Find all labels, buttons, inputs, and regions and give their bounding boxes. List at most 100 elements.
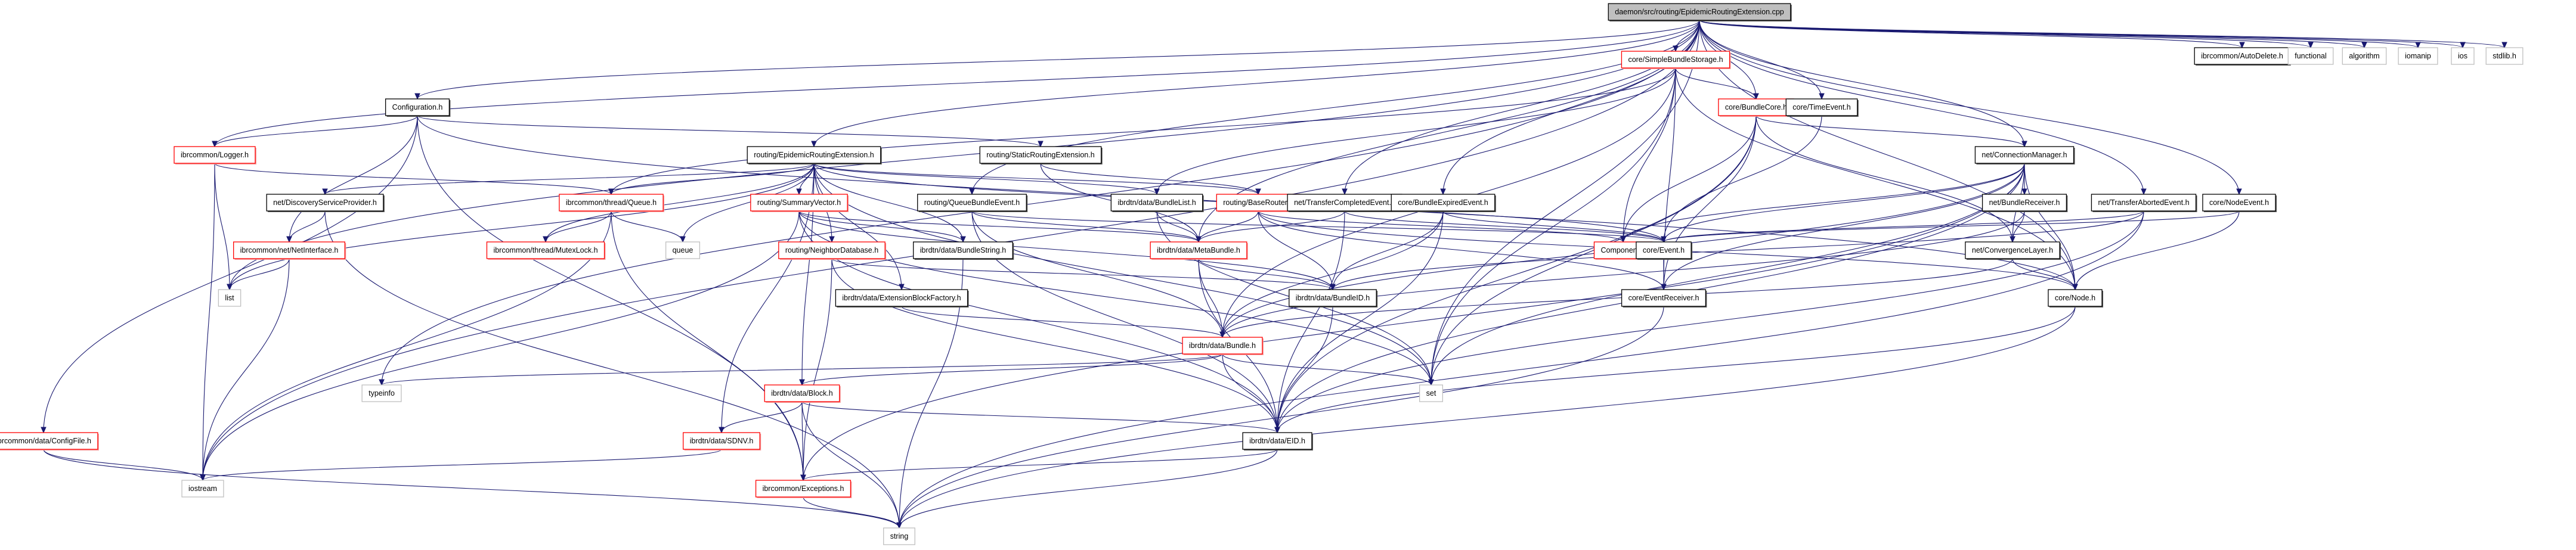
node-configuration-h[interactable]: Configuration.h xyxy=(385,98,451,117)
node-box[interactable] xyxy=(559,194,664,212)
node-box[interactable] xyxy=(0,432,98,450)
node-core-bundleexpiredevent-h[interactable]: core/BundleExpiredEvent.h xyxy=(1391,194,1496,212)
node-box[interactable] xyxy=(2091,194,2197,212)
node-core-timeevent-h[interactable]: core/TimeEvent.h xyxy=(1785,98,1859,117)
node-box[interactable] xyxy=(2202,194,2276,212)
node-label: ibrdtn/data/ExtensionBlockFactory.h xyxy=(842,294,961,302)
node-core-nodeevent-h[interactable]: core/NodeEvent.h xyxy=(2202,194,2277,212)
node-routing-staticroutingextension-h[interactable]: routing/StaticRoutingExtension.h xyxy=(979,146,1103,164)
node-iomanip: iomanip xyxy=(2398,47,2438,65)
node-core-eventreceiver-h[interactable]: core/EventReceiver.h xyxy=(1621,289,1707,307)
node-ibrcommon-exceptions-h[interactable]: ibrcommon/Exceptions.h xyxy=(755,480,852,498)
arrowhead-icon xyxy=(543,236,549,243)
edge-line xyxy=(1699,20,2076,290)
node-ibrdtn-data-block-h[interactable]: ibrdtn/data/Block.h xyxy=(764,384,841,403)
node-ibrdtn-data-bundlelist-h[interactable]: ibrdtn/data/BundleList.h xyxy=(1110,194,1204,212)
edge-line xyxy=(1431,163,2025,386)
node-ibrcommon-thread-mutexlock-h[interactable]: ibrcommon/thread/MutexLock.h xyxy=(486,241,606,260)
edge-root-to-ereh xyxy=(811,20,1700,148)
node-box[interactable] xyxy=(835,289,968,307)
node-net-bundlereceiver-h[interactable]: net/BundleReceiver.h xyxy=(1981,194,2068,212)
node-daemon-src-routing-epidemicroutingextension-cpp[interactable]: daemon/src/routing/EpidemicRoutingExtens… xyxy=(1608,3,1792,21)
edge-line xyxy=(214,115,418,147)
node-box[interactable] xyxy=(266,194,384,212)
node-ibrdtn-data-bundleid-h[interactable]: ibrdtn/data/BundleID.h xyxy=(1289,289,1378,307)
edge-line xyxy=(971,210,1664,243)
node-box[interactable] xyxy=(1608,3,1791,21)
edge-line xyxy=(2012,258,2076,290)
node-box[interactable] xyxy=(1150,241,1247,259)
node-box[interactable] xyxy=(1974,146,2075,164)
node-box[interactable] xyxy=(683,432,760,450)
arrowhead-icon xyxy=(322,188,328,195)
node-box[interactable] xyxy=(755,480,852,498)
edge-netif-to-list xyxy=(227,258,290,291)
edge-ereh-to-queueh xyxy=(608,163,815,195)
node-box[interactable] xyxy=(778,241,886,259)
node-box[interactable] xyxy=(174,146,256,164)
node-box[interactable] xyxy=(385,98,450,116)
node-core-event-h[interactable]: core/Event.h xyxy=(1636,241,1693,260)
node-ibrcommon-autodelete-h[interactable]: ibrcommon/AutoDelete.h xyxy=(2194,47,2291,66)
node-box[interactable] xyxy=(1621,289,1707,307)
node-ibrcommon-thread-queue-h[interactable]: ibrcommon/thread/Queue.h xyxy=(559,194,665,212)
node-net-transferabortedevent-h[interactable]: net/TransferAbortedEvent.h xyxy=(2091,194,2197,212)
node-ibrcommon-net-netinterface-h[interactable]: ibrcommon/net/NetInterface.h xyxy=(233,241,346,260)
node-box[interactable] xyxy=(1182,337,1263,355)
node-box[interactable] xyxy=(1110,194,1203,212)
node-net-connectionmanager-h[interactable]: net/ConnectionManager.h xyxy=(1974,146,2075,164)
edge-line xyxy=(1699,20,2240,195)
node-box[interactable] xyxy=(1965,241,2060,259)
node-box[interactable] xyxy=(2048,289,2103,307)
node-label: functional xyxy=(2295,52,2327,60)
node-core-node-h[interactable]: core/Node.h xyxy=(2048,289,2104,307)
edge-line xyxy=(899,210,2144,529)
node-box[interactable] xyxy=(1785,98,1858,116)
node-label: core/Node.h xyxy=(2055,294,2095,302)
node-box[interactable] xyxy=(1718,98,1794,116)
node-box[interactable] xyxy=(979,146,1102,164)
node-net-convergencelayer-h[interactable]: net/ConvergenceLayer.h xyxy=(1965,241,2061,260)
node-core-bundlecore-h[interactable]: core/BundleCore.h xyxy=(1718,98,1795,117)
node-box[interactable] xyxy=(1287,194,1402,212)
node-routing-epidemicroutingextension-h[interactable]: routing/EpidemicRoutingExtension.h xyxy=(747,146,882,164)
node-box[interactable] xyxy=(917,194,1027,212)
edge-line xyxy=(229,163,815,290)
node-box[interactable] xyxy=(913,241,1013,259)
node-core-simplebundlestorage-h[interactable]: core/SimpleBundleStorage.h xyxy=(1621,51,1731,69)
node-ibrdtn-data-sdnv-h[interactable]: ibrdtn/data/SDNV.h xyxy=(683,432,761,450)
node-ibrcommon-data-configfile-h[interactable]: ibrcommon/data/ConfigFile.h xyxy=(0,432,99,450)
node-box[interactable] xyxy=(1242,432,1312,450)
node-box[interactable] xyxy=(1636,241,1692,259)
node-net-transfercompletedevent-h[interactable]: net/TransferCompletedEvent.h xyxy=(1287,194,1403,212)
node-label: ibrdtn/data/SDNV.h xyxy=(690,437,754,445)
node-ibrdtn-data-bundle-h[interactable]: ibrdtn/data/Bundle.h xyxy=(1182,337,1264,355)
node-box[interactable] xyxy=(486,241,605,259)
node-box[interactable] xyxy=(750,194,848,212)
node-box[interactable] xyxy=(1391,194,1496,212)
node-routing-neighbordatabase-h[interactable]: routing/NeighborDatabase.h xyxy=(778,241,887,260)
node-box[interactable] xyxy=(1289,289,1377,307)
node-box[interactable] xyxy=(764,384,840,402)
edge-logger-to-queueh xyxy=(214,163,614,195)
node-box[interactable] xyxy=(233,241,345,259)
arrowhead-icon xyxy=(829,236,835,243)
node-ibrdtn-data-eid-h[interactable]: ibrdtn/data/EID.h xyxy=(1242,432,1313,450)
node-box[interactable] xyxy=(747,146,881,164)
node-label: net/ConnectionManager.h xyxy=(1981,151,2067,159)
node-box[interactable] xyxy=(1621,51,1730,69)
node-routing-summaryvector-h[interactable]: routing/SummaryVector.h xyxy=(750,194,849,212)
edge-ereh-to-blist xyxy=(813,163,1160,195)
node-ibrdtn-data-extensionblockfactory-h[interactable]: ibrdtn/data/ExtensionBlockFactory.h xyxy=(835,289,969,307)
node-label: ibrdtn/data/Block.h xyxy=(771,389,833,397)
edge-nodeev-to-node xyxy=(2072,210,2240,291)
node-box[interactable] xyxy=(2194,47,2290,65)
node-routing-queuebundleevent-h[interactable]: routing/QueueBundleEvent.h xyxy=(917,194,1028,212)
node-box[interactable] xyxy=(1981,194,2067,212)
node-ibrcommon-logger-h[interactable]: ibrcommon/Logger.h xyxy=(174,146,256,164)
node-ibrdtn-data-metabundle-h[interactable]: ibrdtn/data/MetaBundle.h xyxy=(1150,241,1248,260)
edge-sbs-to-bcore xyxy=(1675,67,1759,100)
node-label: iomanip xyxy=(2405,52,2431,60)
node-ibrdtn-data-bundlestring-h[interactable]: ibrdtn/data/BundleString.h xyxy=(913,241,1014,260)
node-net-discoveryserviceprovider-h[interactable]: net/DiscoveryServiceProvider.h xyxy=(266,194,385,212)
